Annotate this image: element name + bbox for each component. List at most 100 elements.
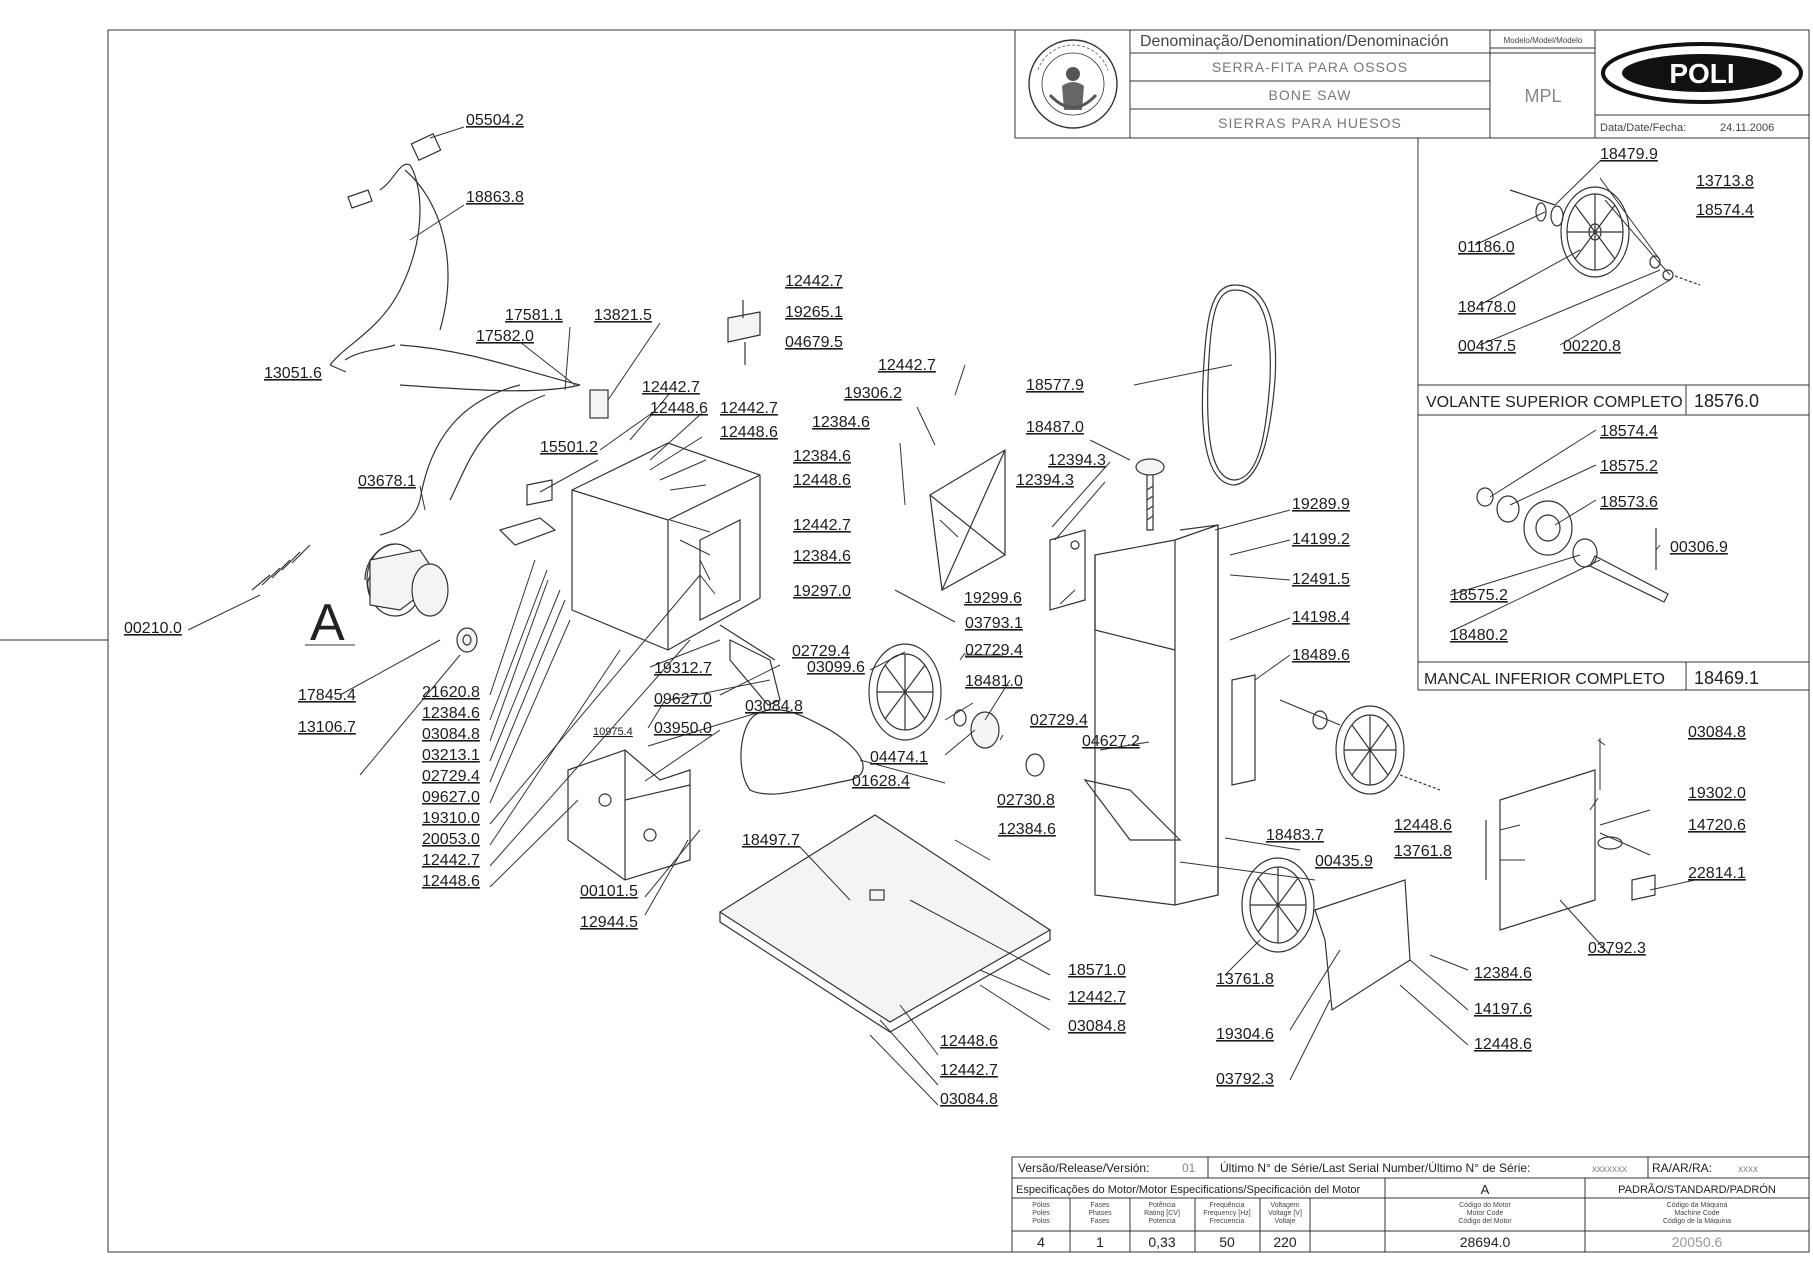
top-mount-clip	[727, 300, 761, 365]
part-label: 02729.4	[965, 642, 1023, 659]
part-label: 01628.4	[852, 773, 910, 790]
svg-text:Pólos: Pólos	[1032, 1202, 1050, 1209]
part-label: 03084.8	[422, 726, 480, 743]
svg-text:20050.6: 20050.6	[1672, 1234, 1723, 1250]
part-label: 03950.0	[654, 720, 712, 737]
part-label: 12448.6	[940, 1033, 998, 1050]
spec-col-frequency: Freqüência Frequency [Hz] Frecuencia 50	[1203, 1202, 1251, 1250]
part-label: 18574.4	[1696, 202, 1754, 219]
serial-label: Último N° de Série/Last Serial Number/Úl…	[1220, 1160, 1530, 1175]
part-label: 18479.9	[1600, 146, 1658, 163]
part-label: 04474.1	[870, 749, 928, 766]
part-label: 12442.7	[1068, 989, 1126, 1006]
part-label: 12442.7	[785, 273, 843, 290]
motor-spec-table: Versão/Release/Versión: 01 Último N° de …	[1011, 1156, 1810, 1253]
standard-label: PADRÃO/STANDARD/PADRÓN	[1618, 1183, 1776, 1196]
spec-col-motor-code: Código do Motor Motor Code Código del Mo…	[1458, 1202, 1512, 1250]
version-label: Versão/Release/Versión:	[1018, 1161, 1149, 1175]
part-label: 18577.9	[1026, 377, 1084, 394]
inset-title-2: MANCAL INFERIOR COMPLETO	[1424, 671, 1665, 688]
part-label: 19310.0	[422, 810, 480, 827]
part-label: 03792.3	[1588, 940, 1646, 957]
part-label: 18575.2	[1450, 587, 1508, 604]
lower-wheel	[1241, 857, 1315, 953]
part-label: 12448.6	[720, 424, 778, 441]
part-label: 02729.4	[422, 768, 480, 785]
part-label: 12944.5	[580, 914, 638, 931]
part-label: 02729.4	[1030, 712, 1088, 729]
part-label: 18487.0	[1026, 419, 1084, 436]
part-label: 18574.4	[1600, 423, 1658, 440]
svg-text:Frecuencia: Frecuencia	[1210, 1218, 1245, 1225]
part-label: 12448.6	[793, 472, 851, 489]
svg-text:Código da Máquina: Código da Máquina	[1667, 1202, 1728, 1209]
spec-col-phases: Fases Phases Fases 1	[1088, 1202, 1112, 1250]
part-number-labels: 05504.2 18863.8 13051.6 17581.1 17582.0 …	[124, 112, 1754, 1108]
tensioner-arm	[719, 624, 781, 706]
part-label: 03099.6	[807, 659, 865, 676]
part-label: 00210.0	[124, 620, 182, 637]
svg-text:1: 1	[1096, 1234, 1104, 1250]
part-label: 13821.5	[594, 307, 652, 324]
svg-text:Machine Code: Machine Code	[1674, 1210, 1719, 1217]
name-en: BONE SAW	[1269, 87, 1352, 103]
spec-col-poles: Pólos Poles Polos 4	[1032, 1202, 1050, 1250]
svg-text:Fases: Fases	[1090, 1202, 1110, 1209]
inset-title-1: VOLANTE SUPERIOR COMPLETO	[1426, 394, 1683, 411]
part-label: 18497.7	[742, 832, 800, 849]
part-label: 00220.8	[1563, 338, 1621, 355]
part-label: 12491.5	[1292, 571, 1350, 588]
work-table	[718, 814, 1052, 1033]
upper-guide-block	[1049, 529, 1086, 611]
part-label: 03084.8	[1688, 724, 1746, 741]
part-label: 20053.0	[422, 831, 480, 848]
ra-label: RA/AR/RA:	[1652, 1161, 1712, 1175]
side-bracket	[567, 749, 691, 881]
spec-col-machine-code: Código da Máquina Machine Code Código de…	[1663, 1202, 1731, 1250]
part-label: 13761.8	[1216, 971, 1274, 988]
column-frame	[1083, 524, 1256, 906]
part-label: 04679.5	[785, 334, 843, 351]
part-label: 03084.8	[745, 698, 803, 715]
part-label: 19304.6	[1216, 1026, 1274, 1043]
inset-code-1: 18576.0	[1694, 391, 1759, 411]
svg-text:Potência: Potência	[1148, 1202, 1175, 1209]
part-label: 12448.6	[1394, 817, 1452, 834]
svg-text:Rating [CV]: Rating [CV]	[1144, 1210, 1180, 1217]
svg-text:Código del Motor: Código del Motor	[1458, 1218, 1512, 1225]
svg-text:POLI: POLI	[1669, 58, 1734, 89]
part-label: 12442.7	[793, 517, 851, 534]
part-label: 12384.6	[998, 821, 1056, 838]
part-label: 03213.1	[422, 747, 480, 764]
svg-text:Código do Motor: Código do Motor	[1459, 1202, 1511, 1209]
part-label: 03793.1	[965, 615, 1023, 632]
power-cord	[329, 132, 609, 536]
part-label: 12448.6	[1474, 1036, 1532, 1053]
part-label: 18481.0	[965, 673, 1023, 690]
wire-set	[251, 544, 311, 591]
part-label: 19299.6	[964, 590, 1022, 607]
part-label: 13106.7	[298, 719, 356, 736]
part-label: 18483.7	[1266, 827, 1324, 844]
model-value: MPL	[1524, 86, 1561, 106]
svg-text:Voltage [V]: Voltage [V]	[1268, 1210, 1302, 1217]
part-label: 18575.2	[1600, 458, 1658, 475]
date-label: Data/Date/Fecha:	[1600, 122, 1686, 134]
part-label: 21620.8	[422, 684, 480, 701]
part-label: 14197.6	[1474, 1001, 1532, 1018]
svg-text:220: 220	[1273, 1234, 1297, 1250]
svg-text:Phases: Phases	[1088, 1210, 1112, 1217]
part-label: 12448.6	[650, 400, 708, 417]
part-label: 09627.0	[422, 789, 480, 806]
part-label: 18480.2	[1450, 627, 1508, 644]
motor-letter: A	[310, 594, 345, 652]
part-label: 19302.0	[1688, 785, 1746, 802]
model-header: Modelo/Model/Modelo	[1504, 36, 1583, 45]
authorized-service-seal	[1028, 39, 1118, 129]
part-label: 12442.7	[720, 400, 778, 417]
svg-text:Polos: Polos	[1032, 1218, 1050, 1225]
part-label: 03084.8	[1068, 1018, 1126, 1035]
svg-text:Voltaje: Voltaje	[1274, 1218, 1295, 1225]
ra-value: xxxx	[1738, 1164, 1758, 1175]
